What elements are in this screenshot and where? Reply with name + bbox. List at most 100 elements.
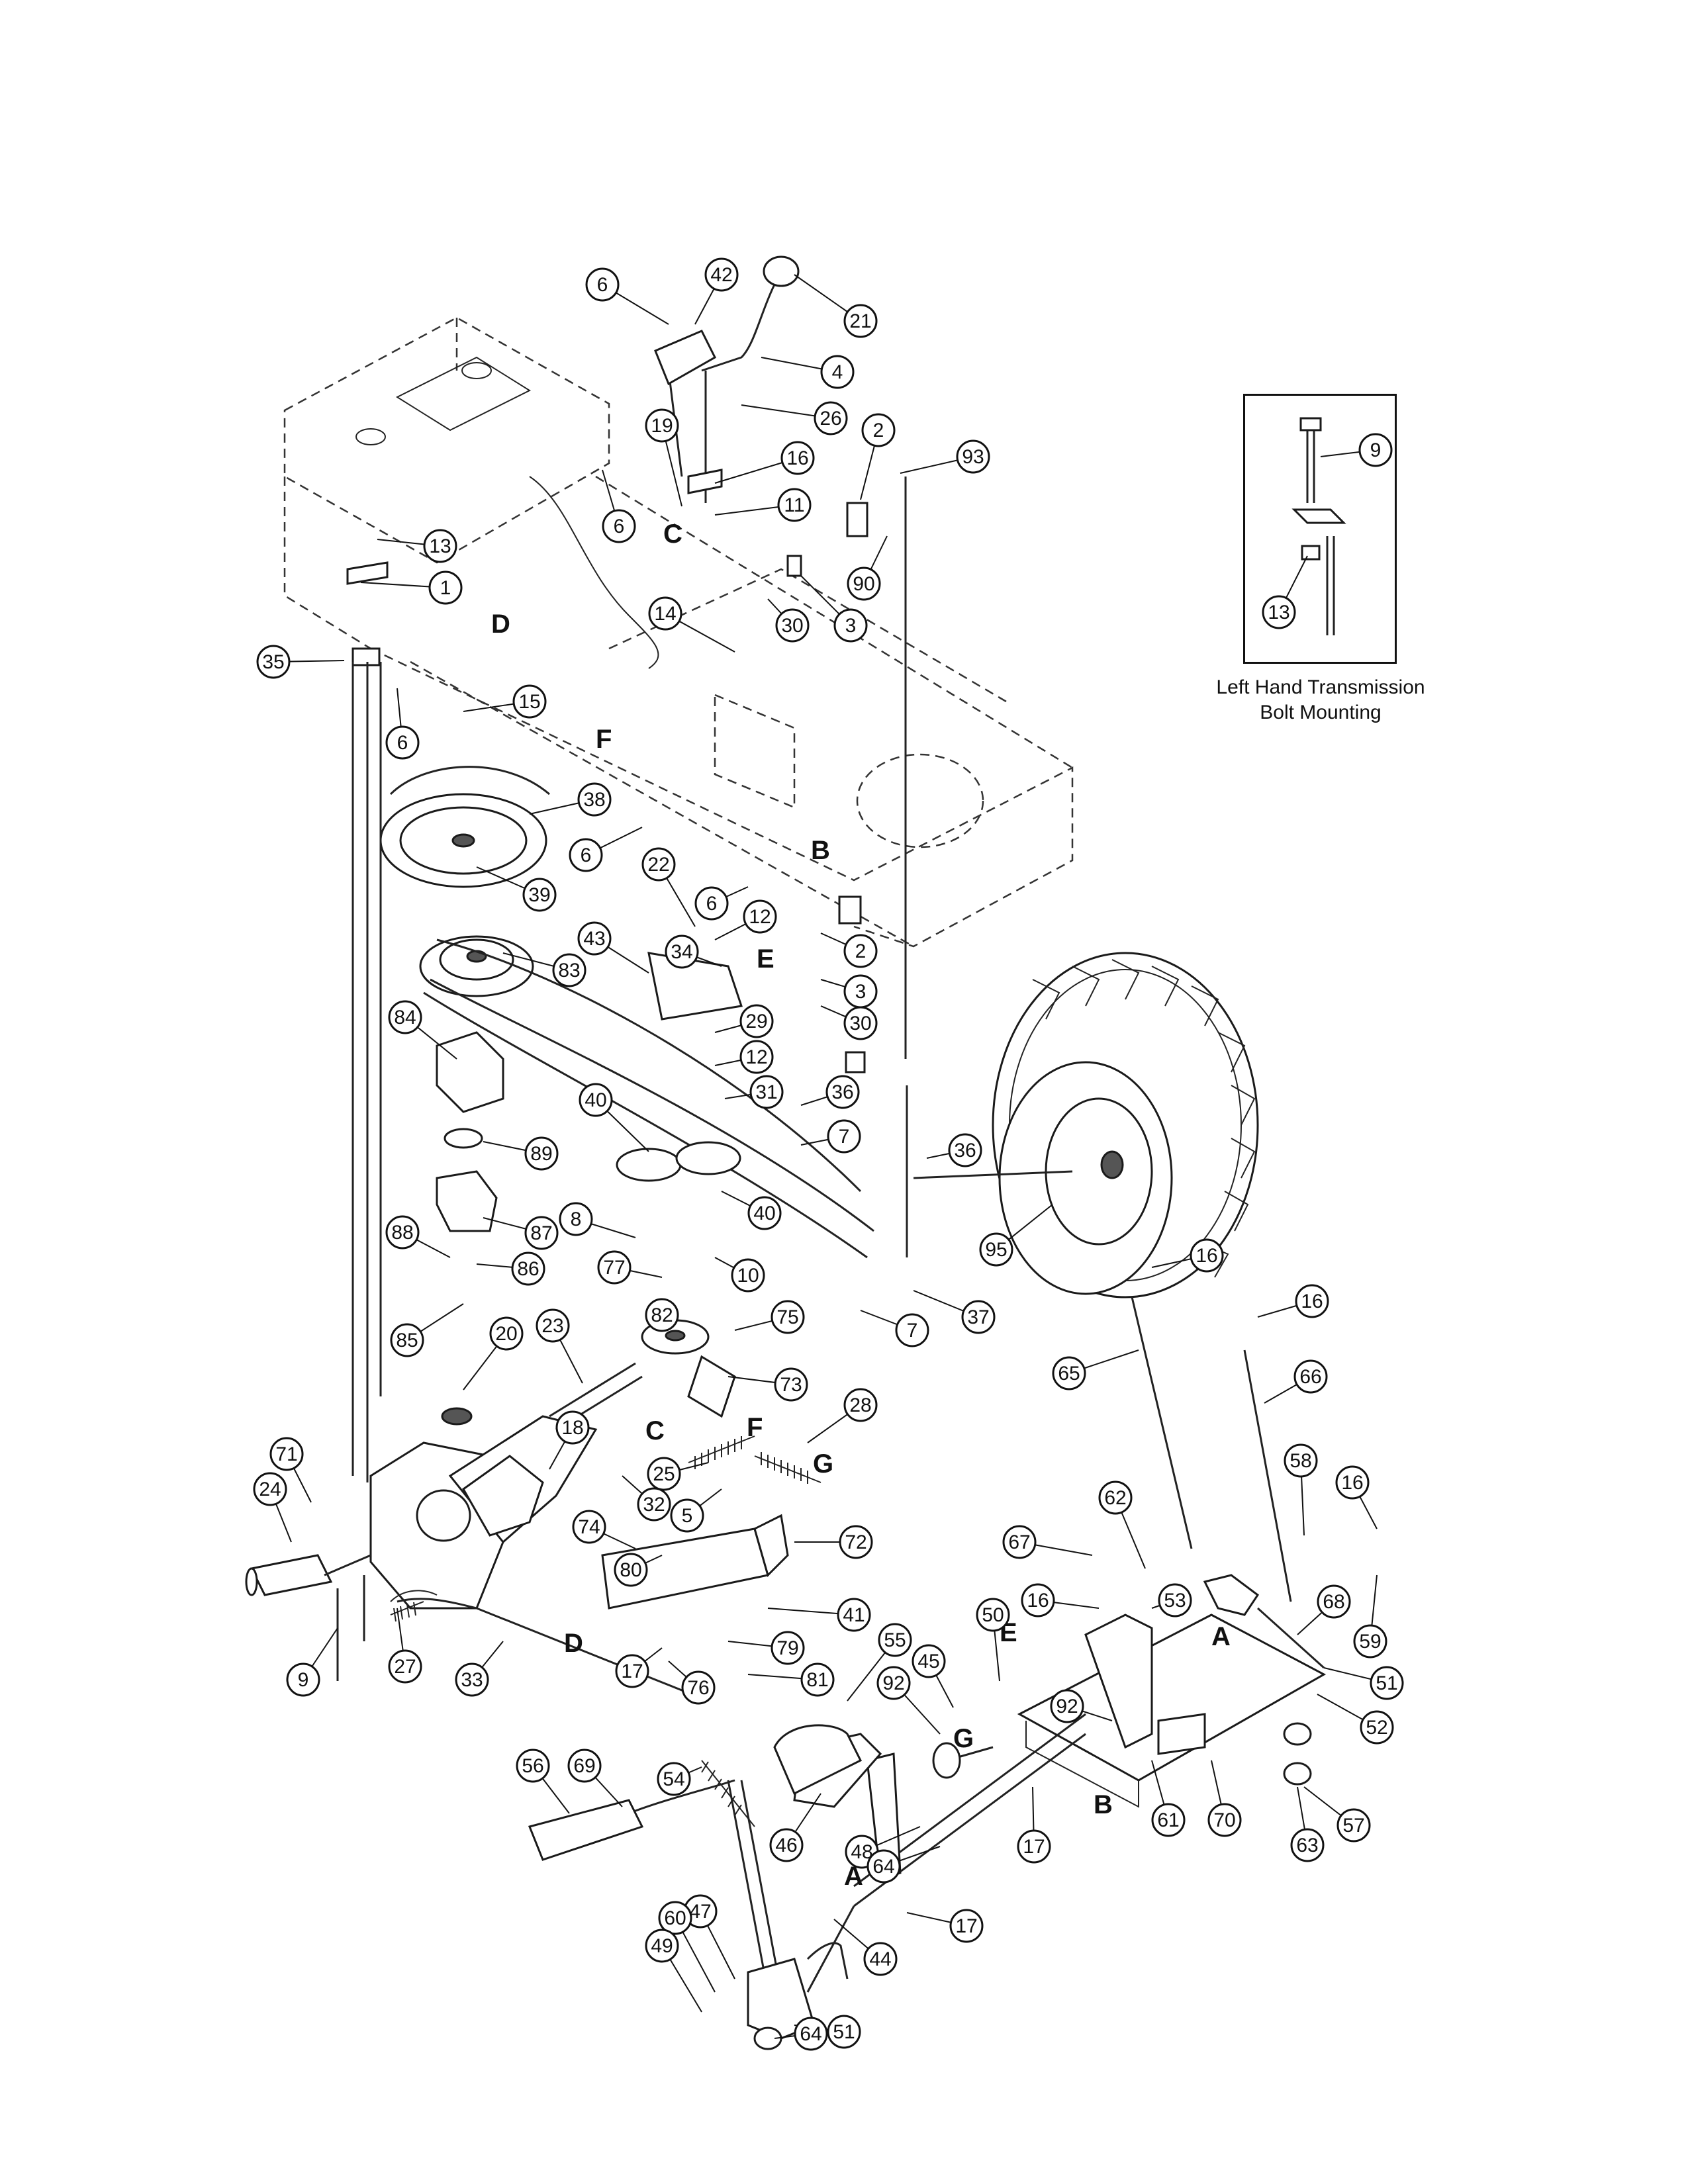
callout-36: 36 bbox=[926, 1133, 982, 1167]
letter-d-lower: D bbox=[564, 1629, 583, 1658]
callout-17: 17 bbox=[906, 1909, 984, 1943]
callout-bubble bbox=[731, 1258, 765, 1293]
callout-bubble bbox=[1335, 1465, 1370, 1500]
callout-67: 67 bbox=[1002, 1525, 1093, 1559]
callout-number: 30 bbox=[781, 615, 803, 637]
callout-13: 13 bbox=[377, 529, 457, 563]
inset-bolt-drawing bbox=[1291, 417, 1346, 635]
callout-number: 16 bbox=[786, 447, 808, 469]
callout-36: 36 bbox=[800, 1075, 860, 1109]
callout-number: 36 bbox=[831, 1081, 853, 1103]
callout-number: 49 bbox=[651, 1935, 673, 1957]
callout-30: 30 bbox=[820, 1005, 878, 1040]
callout-number: 87 bbox=[530, 1222, 552, 1244]
callout-3: 3 bbox=[800, 575, 868, 643]
callout-57: 57 bbox=[1303, 1786, 1371, 1843]
letter-c-lower: C bbox=[645, 1416, 665, 1445]
callout-bubble bbox=[585, 267, 620, 302]
callout-bubble bbox=[895, 1313, 929, 1347]
callout-20: 20 bbox=[463, 1316, 524, 1390]
callout-18: 18 bbox=[549, 1410, 590, 1470]
callout-40: 40 bbox=[721, 1191, 782, 1230]
callout-number: 15 bbox=[518, 691, 540, 713]
callout-bubble bbox=[269, 1437, 304, 1471]
callout-bubble bbox=[524, 1216, 559, 1250]
callout-43: 43 bbox=[577, 921, 649, 974]
callout-73: 73 bbox=[727, 1367, 808, 1402]
callout-14: 14 bbox=[648, 596, 735, 653]
callout-bubble bbox=[388, 1649, 422, 1684]
callout-bubble bbox=[863, 1942, 898, 1976]
callout-6: 6 bbox=[694, 886, 749, 921]
callout-12: 12 bbox=[714, 899, 777, 940]
callout-bubble bbox=[876, 1666, 911, 1700]
callout-number: 72 bbox=[845, 1531, 867, 1553]
letter-b-lower: B bbox=[1094, 1790, 1113, 1819]
callout-number: 73 bbox=[780, 1374, 802, 1396]
springs bbox=[390, 1435, 821, 1827]
callout-bubble bbox=[1360, 1710, 1394, 1745]
callout-bubble bbox=[423, 529, 457, 563]
callout-35: 35 bbox=[256, 645, 345, 679]
callout-bubble bbox=[704, 257, 739, 292]
callout-bubble bbox=[1290, 1828, 1325, 1862]
callout-4: 4 bbox=[761, 355, 855, 389]
callout-12: 12 bbox=[714, 1040, 774, 1074]
callout-number: 3 bbox=[855, 981, 867, 1003]
callout-bubble bbox=[1370, 1666, 1404, 1700]
callout-bubble bbox=[948, 1133, 982, 1167]
callout-number: 34 bbox=[671, 941, 692, 963]
letter-e-upper: E bbox=[757, 944, 774, 974]
callout-44: 44 bbox=[833, 1919, 898, 1976]
callout-bubble bbox=[455, 1662, 489, 1697]
callout-70: 70 bbox=[1207, 1760, 1242, 1837]
callout-bubble bbox=[1295, 1284, 1329, 1318]
callout-bubble bbox=[867, 1849, 901, 1884]
callout-bubble bbox=[559, 1202, 593, 1236]
callout-number: 40 bbox=[585, 1089, 606, 1111]
callout-6: 6 bbox=[385, 688, 420, 760]
callout-72: 72 bbox=[794, 1525, 873, 1559]
callout-number: 80 bbox=[620, 1559, 641, 1581]
callout-46: 46 bbox=[769, 1793, 821, 1862]
callout-bubble bbox=[775, 608, 810, 643]
callout-bubble bbox=[615, 1654, 649, 1688]
callout-bubble bbox=[878, 1623, 912, 1657]
callout-13: 13 bbox=[1262, 555, 1308, 629]
callout-number: 90 bbox=[853, 573, 874, 595]
callout-33: 33 bbox=[455, 1641, 504, 1697]
callout-bubble bbox=[641, 847, 676, 882]
callout-number: 77 bbox=[603, 1257, 625, 1279]
callout-number: 33 bbox=[461, 1669, 483, 1691]
callout-bubble bbox=[833, 608, 868, 643]
callout-77: 77 bbox=[597, 1250, 663, 1285]
callout-58: 58 bbox=[1284, 1443, 1318, 1536]
callout-number: 82 bbox=[651, 1304, 673, 1326]
callout-bubble bbox=[827, 2015, 861, 2049]
callout-bubble bbox=[658, 1901, 692, 1935]
callout-92: 92 bbox=[1050, 1689, 1113, 1723]
callout-number: 16 bbox=[1341, 1472, 1363, 1494]
callout-bubble bbox=[1317, 1584, 1351, 1619]
callout-40: 40 bbox=[579, 1083, 649, 1152]
callout-38: 38 bbox=[529, 782, 612, 817]
callout-number: 36 bbox=[954, 1140, 976, 1161]
callout-bubble bbox=[1284, 1443, 1318, 1478]
callout-bubble bbox=[769, 1828, 804, 1862]
callout-bubble bbox=[637, 1487, 671, 1522]
callout-41: 41 bbox=[767, 1598, 871, 1632]
callout-6: 6 bbox=[585, 267, 669, 325]
callout-10: 10 bbox=[714, 1257, 765, 1293]
callout-bubble bbox=[489, 1316, 524, 1351]
callout-bubble bbox=[665, 934, 699, 969]
callout-number: 44 bbox=[869, 1948, 891, 1970]
callout-number: 17 bbox=[621, 1661, 643, 1682]
callout-22: 22 bbox=[641, 847, 696, 927]
callout-bubble bbox=[524, 1136, 559, 1171]
callout-number: 63 bbox=[1296, 1835, 1318, 1856]
callout-42: 42 bbox=[694, 257, 739, 325]
callout-61: 61 bbox=[1151, 1760, 1186, 1837]
callout-number: 92 bbox=[1056, 1696, 1078, 1717]
